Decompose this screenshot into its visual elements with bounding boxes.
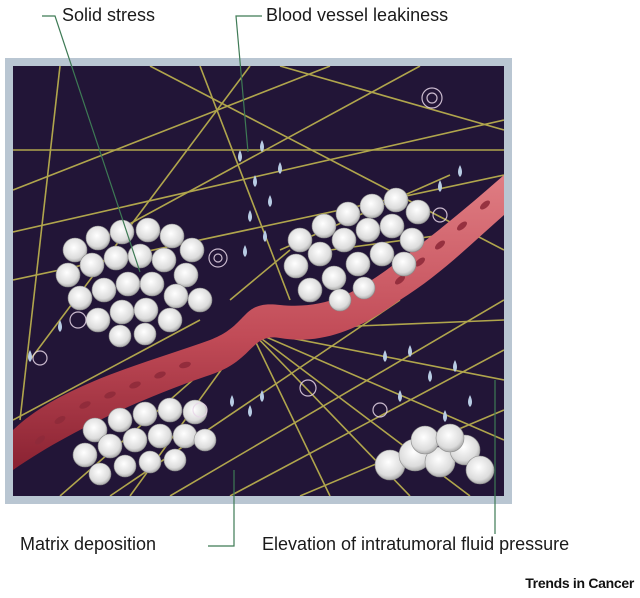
label-intratumoral-fluid-pressure: Elevation of intratumoral fluid pressure [262,534,570,554]
label-solid-stress: Solid stress [62,5,156,25]
cytokine-swirls [32,87,448,418]
collagen-fibers [13,66,504,496]
fluid-droplets [28,140,472,422]
tumor-cells-lower-right [374,423,495,485]
tumor-cells-lower-left [72,397,217,486]
label-blood-vessel-leakiness: Blood vessel leakiness [266,5,449,25]
blood-vessel [13,175,504,470]
tumor-cells-upper-left [55,217,213,348]
label-matrix-deposition: Matrix deposition [20,534,157,554]
journal-brand: Trends in Cancer [525,575,634,591]
red-blood-cells [35,200,490,445]
leader-lines [42,15,496,547]
tumor-cells-upper-right [283,187,431,312]
